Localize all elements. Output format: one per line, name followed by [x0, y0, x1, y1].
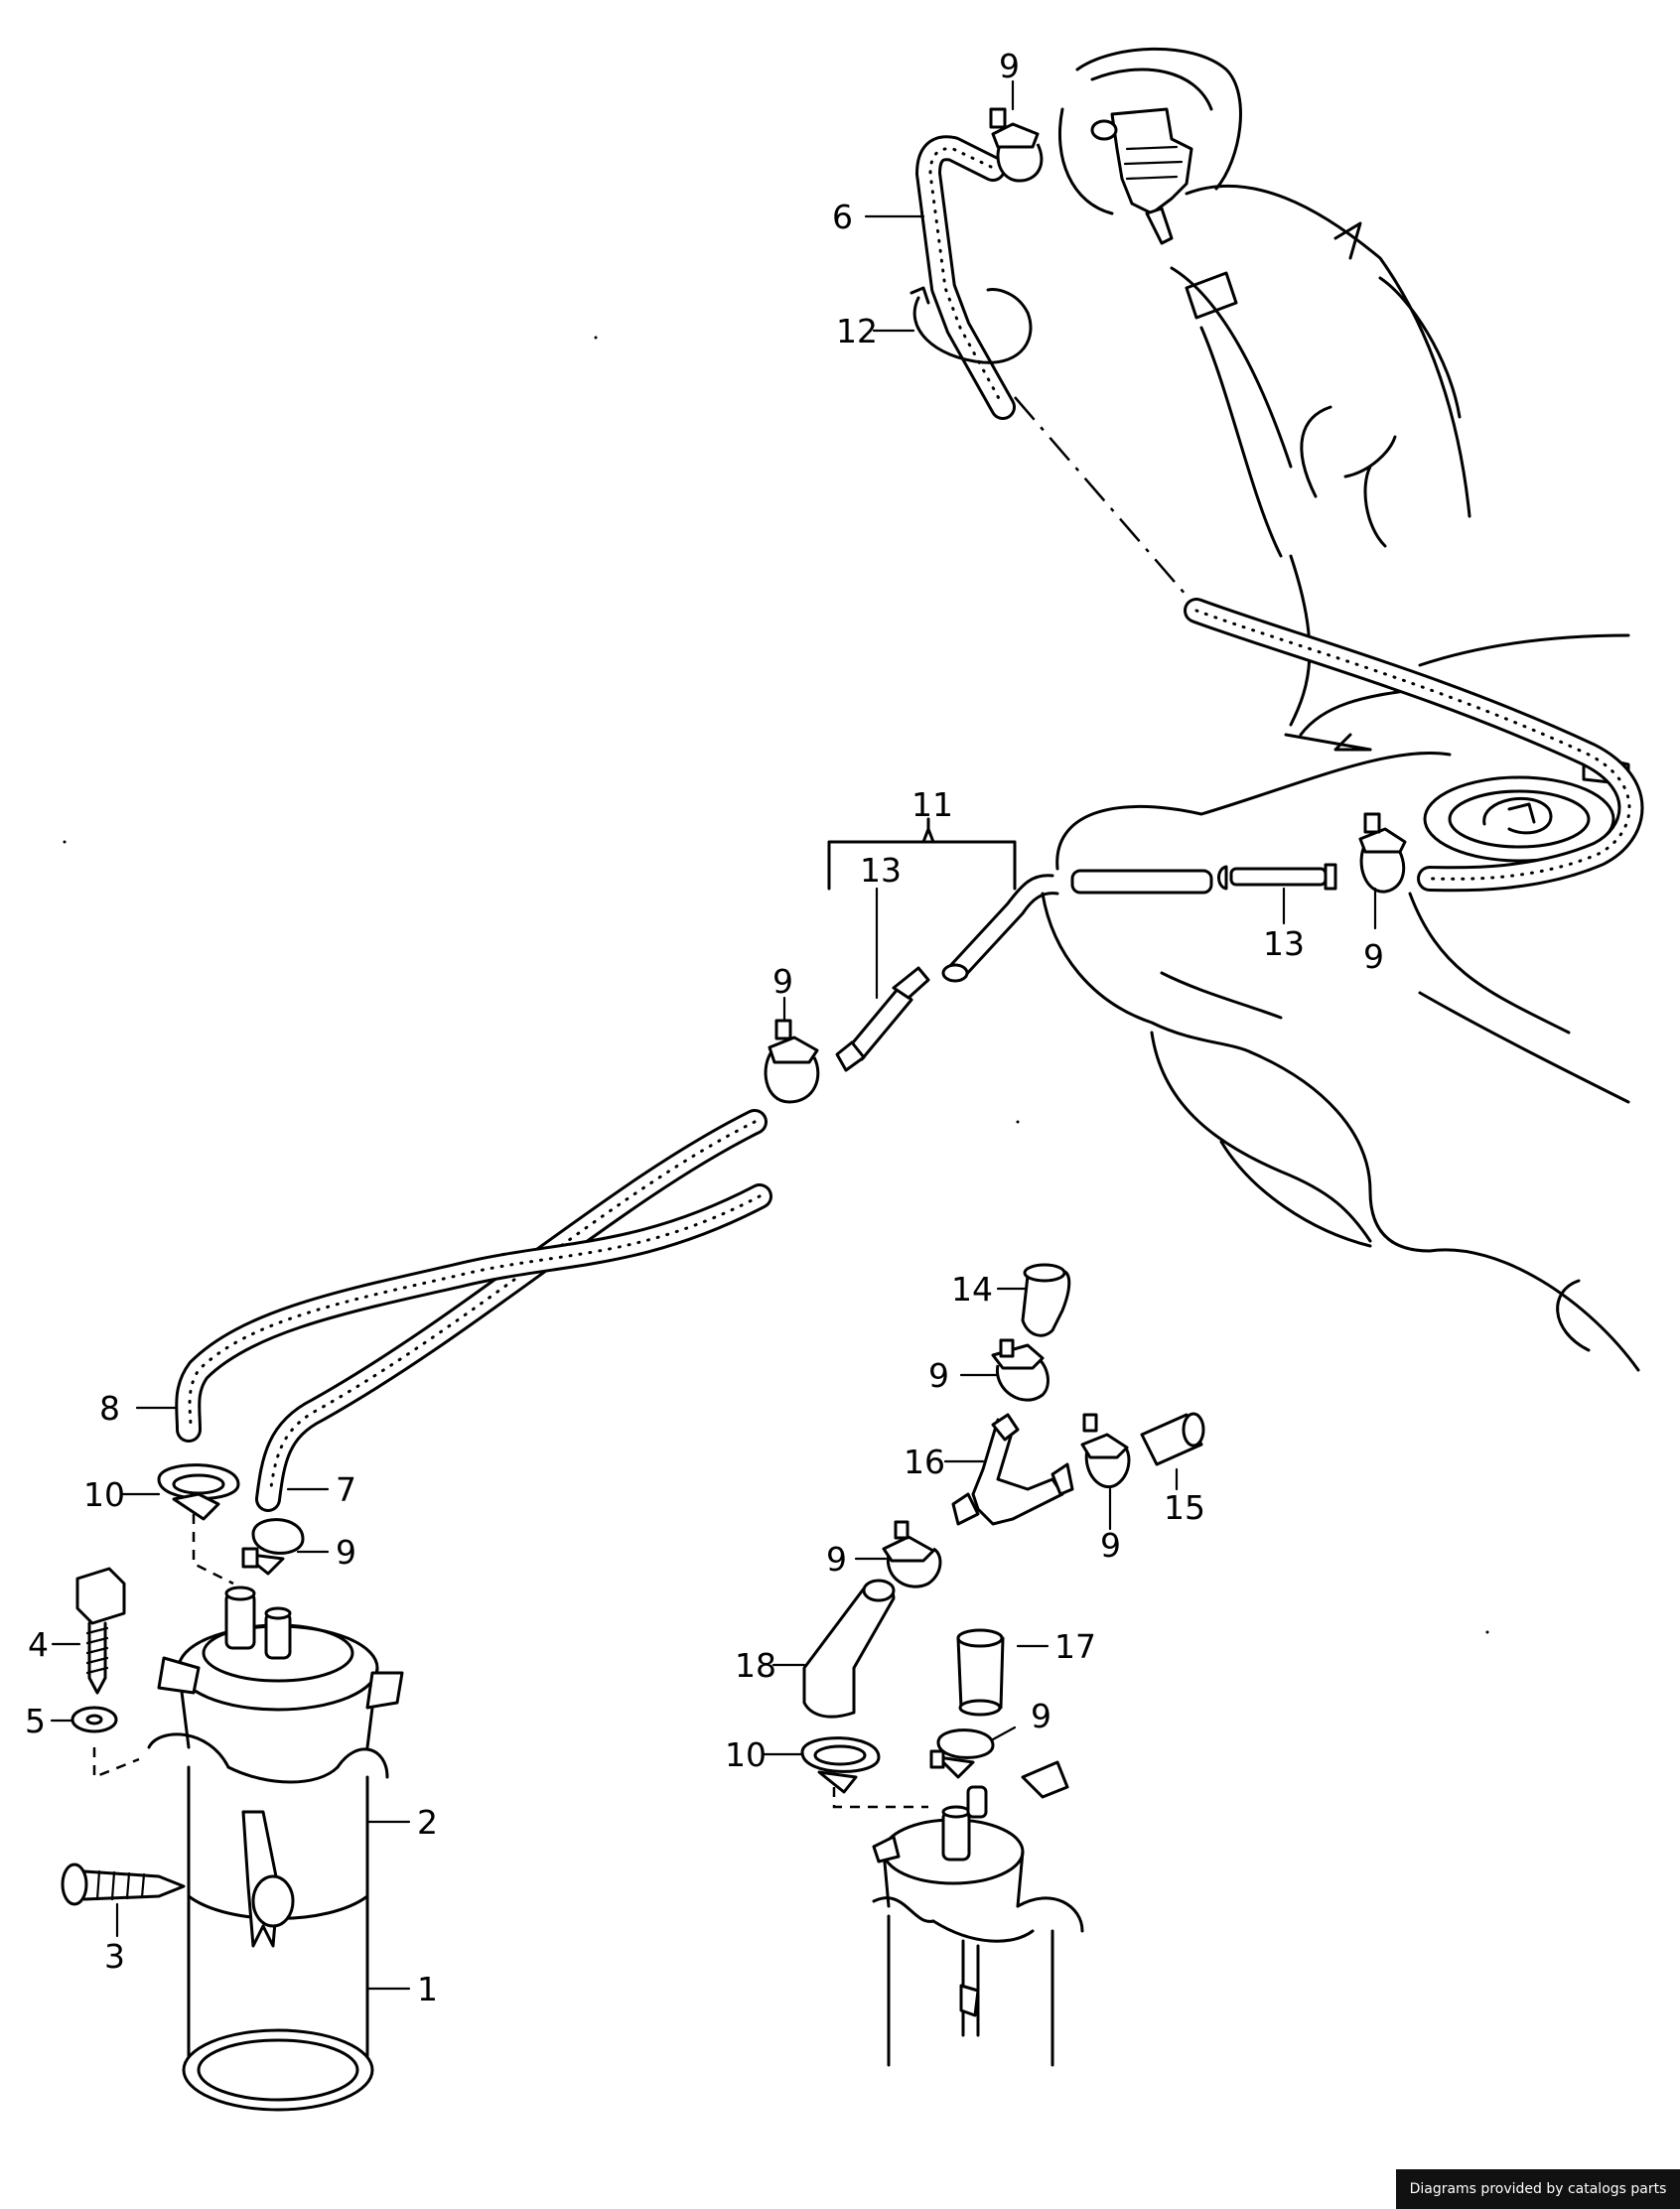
callout-17: 17 — [1054, 1627, 1096, 1666]
connector-13-left — [835, 966, 930, 1072]
callout-9-tank: 9 — [1363, 937, 1384, 976]
callout-8: 8 — [99, 1389, 120, 1428]
callout-4: 4 — [28, 1625, 49, 1664]
clamp-9-right-a — [991, 1338, 1050, 1402]
hose-piece-15 — [1140, 1412, 1205, 1466]
elbow-hose-18 — [802, 1579, 896, 1719]
clamp-9-right-b — [1080, 1413, 1131, 1488]
washer-5 — [70, 1706, 118, 1733]
clamp-9-mid-left — [764, 1019, 820, 1104]
fuel-injector-drawing — [1090, 107, 1193, 245]
callout-2: 2 — [417, 1803, 438, 1842]
hose-6 — [915, 135, 1016, 420]
clamp-9-left — [241, 1518, 305, 1576]
carbon-canister-1 — [147, 1586, 404, 2112]
connector-13-right — [1217, 863, 1337, 891]
callout-7: 7 — [336, 1470, 356, 1509]
hose-7 — [255, 1109, 768, 1512]
tank-hose — [1184, 598, 1644, 893]
callout-12: 12 — [836, 312, 878, 350]
clamp-9-mid-right — [1358, 812, 1407, 894]
y-connector-16 — [951, 1413, 1074, 1526]
callout-18: 18 — [735, 1646, 776, 1685]
clamp-10-left — [157, 1463, 240, 1521]
callout-9-right-a: 9 — [928, 1356, 949, 1395]
dash-line-washer — [92, 1747, 140, 1779]
dash-line-clamp10 — [192, 1514, 234, 1586]
specks — [63, 336, 1489, 1634]
callout-16: 16 — [904, 1443, 945, 1481]
callout-9-mid: 9 — [772, 962, 793, 1001]
hose-piece-14 — [1021, 1263, 1071, 1337]
intake-manifold-drawing — [1057, 47, 1471, 558]
strap-2 — [241, 1810, 295, 1948]
callout-13-left: 13 — [860, 851, 902, 890]
callout-11: 11 — [911, 785, 953, 824]
bracket-11 — [827, 817, 1017, 891]
callout-1: 1 — [417, 1970, 438, 2008]
hose-piece-17 — [956, 1628, 1005, 1717]
clamp-12 — [910, 286, 1033, 364]
fuel-tank-drawing — [1041, 554, 1640, 1372]
callout-9-left: 9 — [336, 1533, 356, 1572]
dash-line-right — [832, 1787, 928, 1809]
bolt-4 — [75, 1567, 126, 1695]
callout-9-right-b: 9 — [1100, 1526, 1121, 1565]
hose-8 — [175, 1183, 772, 1443]
callout-14: 14 — [951, 1270, 993, 1309]
callout-9-top: 9 — [999, 47, 1020, 85]
callout-13-right: 13 — [1263, 924, 1305, 963]
callout-6: 6 — [832, 198, 853, 236]
callout-10-left: 10 — [83, 1475, 125, 1514]
clamp-9-right-d — [929, 1728, 995, 1779]
screw-3 — [61, 1863, 186, 1906]
callout-5: 5 — [25, 1702, 46, 1740]
callout-9-right-d: 9 — [1031, 1697, 1051, 1735]
curved-pipe — [941, 874, 1059, 983]
clamp-9-top — [989, 107, 1044, 183]
callout-10-right: 10 — [725, 1735, 767, 1774]
credit-banner: Diagrams provided by catalogs parts — [1396, 2169, 1680, 2209]
callout-15: 15 — [1164, 1488, 1205, 1527]
callout-9-right-c: 9 — [826, 1540, 847, 1579]
pipe-segment — [1070, 869, 1213, 895]
connection-line-top — [1014, 396, 1188, 597]
canister-right — [872, 1760, 1084, 2067]
callout-3: 3 — [104, 1937, 125, 1976]
clamp-9-right-c — [882, 1520, 942, 1588]
leader-lines — [50, 79, 1377, 1991]
clamp-10-right — [800, 1736, 881, 1794]
